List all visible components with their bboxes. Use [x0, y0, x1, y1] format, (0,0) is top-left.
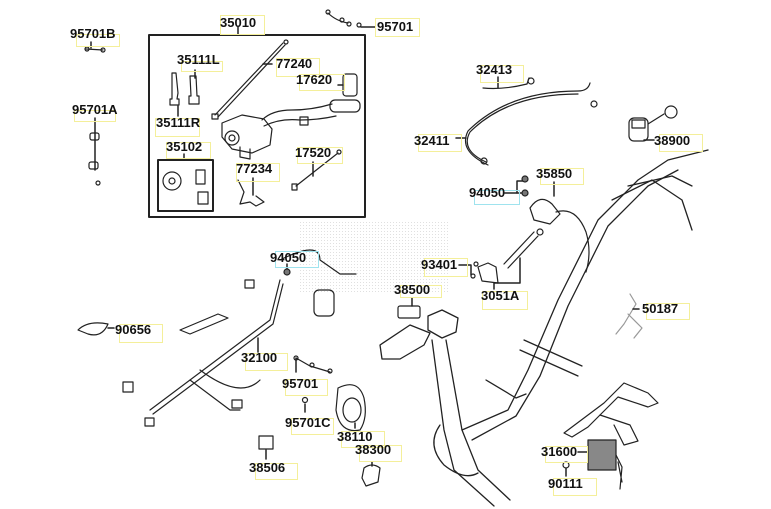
part-label-35111R[interactable]: 35111R — [156, 115, 201, 130]
part-label-95701A[interactable]: 95701A — [72, 102, 118, 117]
part-label-31600[interactable]: 31600 — [541, 444, 578, 459]
clamp-90656-drawing — [77, 322, 115, 336]
nuts-94050-right-drawing — [504, 175, 529, 197]
relay-38506-drawing — [258, 435, 274, 460]
relay-38500-drawing — [397, 297, 421, 319]
cable-32411-drawing — [455, 82, 598, 166]
part-label-38900[interactable]: 38900 — [654, 133, 691, 148]
part-95701A-drawing — [88, 117, 101, 186]
keys-drawing — [169, 69, 200, 117]
screws-93401-drawing — [458, 261, 479, 279]
clip-77234-drawing — [237, 177, 265, 207]
part-label-35010[interactable]: 35010 — [220, 15, 257, 30]
sensor-35850-drawing — [529, 181, 590, 273]
part-label-90656[interactable]: 90656 — [115, 322, 152, 337]
part-label-77240[interactable]: 77240 — [276, 56, 313, 71]
part-label-17520[interactable]: 17520 — [295, 145, 332, 160]
part-label-90111[interactable]: 90111 — [548, 476, 583, 491]
frame-drawing — [379, 149, 709, 507]
watermark — [300, 222, 450, 292]
part-label-32413[interactable]: 32413 — [476, 62, 513, 77]
part-label-35111L[interactable]: 35111L — [177, 52, 220, 67]
part-label-93401[interactable]: 93401 — [421, 257, 458, 272]
part-label-50187[interactable]: 50187 — [642, 301, 679, 316]
nut-94050-left-drawing — [283, 263, 291, 276]
part-label-17620[interactable]: 17620 — [296, 72, 333, 87]
part-label-95701C[interactable]: 95701C — [285, 415, 331, 430]
cable-3051A-drawing — [477, 228, 544, 290]
ignition-set-frame — [148, 34, 366, 218]
part-label-3051A[interactable]: 3051A — [481, 288, 520, 303]
part-label-94050-left[interactable]: 94050 — [270, 250, 307, 265]
harness-32100-drawing — [122, 249, 357, 427]
part-label-32411[interactable]: 32411 — [414, 133, 450, 148]
horn-38110-drawing — [335, 384, 366, 432]
ignition-switch-drawing — [221, 73, 361, 160]
wire-17520-drawing — [291, 149, 342, 191]
part-label-95701-mid[interactable]: 95701 — [282, 376, 319, 391]
part-label-32100[interactable]: 32100 — [241, 350, 278, 365]
part-label-95701-top[interactable]: 95701 — [377, 19, 414, 34]
usb-socket-38900-drawing — [628, 105, 678, 142]
switch-38300-drawing — [361, 461, 381, 487]
part-label-38300[interactable]: 38300 — [355, 442, 392, 457]
key-blank-35102-drawing — [162, 153, 209, 205]
part-label-94050-right[interactable]: 94050 — [469, 185, 506, 200]
regulator-31600-drawing — [562, 439, 623, 490]
part-label-38500[interactable]: 38500 — [394, 282, 431, 297]
bracket-50187-drawing — [615, 293, 643, 339]
bolts-95701-mid-drawing — [293, 355, 333, 374]
cable-32413-drawing — [482, 76, 535, 90]
part-label-38110[interactable]: 38110 — [337, 429, 373, 444]
part-label-35102[interactable]: 35102 — [166, 139, 203, 154]
part-label-35850[interactable]: 35850 — [536, 166, 573, 181]
lower-bracket-drawing — [563, 382, 659, 446]
part-label-77234[interactable]: 77234 — [236, 161, 273, 176]
part-label-95701B[interactable]: 95701B — [70, 26, 116, 41]
part-label-38506[interactable]: 38506 — [249, 460, 286, 475]
key-set-frame-35102 — [157, 159, 214, 212]
bolt-95701C-drawing — [301, 396, 309, 413]
cable-77240-drawing — [211, 39, 289, 120]
bolts-95701-top-drawing — [325, 9, 376, 28]
part-95701B-drawing — [84, 41, 106, 53]
